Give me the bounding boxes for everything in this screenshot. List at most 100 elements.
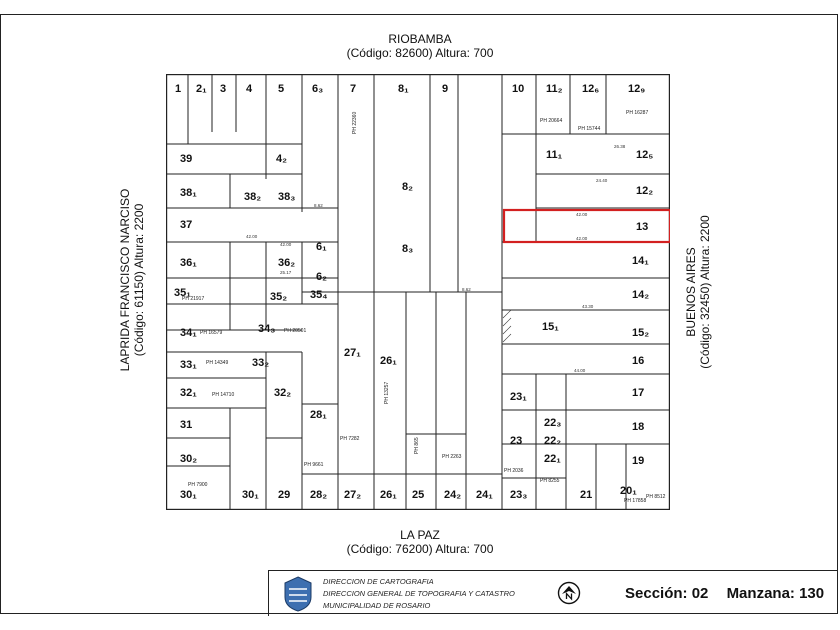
plot-24-1[interactable]: 24₁: [476, 489, 493, 501]
plot-22-1[interactable]: 22₁: [544, 453, 561, 465]
plot-12-6[interactable]: 12₆: [582, 83, 599, 95]
ph-17858: PH 17858: [624, 498, 646, 504]
plot-14-1[interactable]: 14₁: [632, 255, 649, 267]
plot-15-2[interactable]: 15₂: [632, 327, 649, 339]
plot-26-1-top[interactable]: 26₁: [380, 355, 397, 367]
seccion-label: Sección:: [625, 585, 688, 602]
plot-16[interactable]: 16: [632, 355, 644, 367]
plot-28-2[interactable]: 28₂: [310, 489, 327, 501]
plot-35-1[interactable]: 35₁: [174, 287, 191, 299]
dim-9: 8.62: [462, 287, 471, 292]
plot-35-2[interactable]: 35₂: [270, 291, 287, 303]
plot-38-3[interactable]: 38₃: [278, 191, 295, 203]
plot-4[interactable]: 4: [246, 83, 253, 95]
plot-11-2[interactable]: 11₂: [546, 83, 563, 95]
plot-27-1[interactable]: 27₁: [344, 347, 361, 359]
ph-7282: PH 7282: [340, 436, 360, 442]
plot-6-2[interactable]: 6₂: [316, 271, 327, 283]
ph-16579: PH 16579: [200, 330, 222, 336]
dim-13-bottom: 42.00: [576, 236, 588, 241]
plot-23-3[interactable]: 23₃: [510, 489, 527, 501]
plot-boundaries: [166, 74, 670, 510]
plot-6-1[interactable]: 6₁: [316, 241, 327, 253]
plot-4-2[interactable]: 4₂: [276, 153, 287, 165]
plot-19[interactable]: 19: [632, 455, 644, 467]
plot-23[interactable]: 23: [510, 435, 522, 447]
plot-34-1[interactable]: 34₁: [180, 327, 197, 339]
plot-13[interactable]: 13: [636, 221, 648, 233]
highlighted-lot-13[interactable]: [502, 208, 670, 244]
plot-25[interactable]: 25: [412, 489, 424, 501]
plot-7[interactable]: 7: [350, 83, 356, 95]
ph-16287: PH 16287: [626, 110, 648, 116]
institution-line-1: DIRECCION DE CARTOGRAFIA: [323, 577, 434, 586]
plot-36-1[interactable]: 36₁: [180, 257, 197, 269]
plot-6-3[interactable]: 6₃: [312, 83, 323, 95]
plot-36-2[interactable]: 36₂: [278, 257, 295, 269]
plot-3[interactable]: 3: [220, 83, 226, 95]
plot-30-1-left[interactable]: 30₁: [180, 489, 197, 501]
plot-28-1[interactable]: 28₁: [310, 409, 327, 421]
plot-9[interactable]: 9: [442, 83, 448, 95]
plot-38-2[interactable]: 38₂: [244, 191, 261, 203]
north-arrow-icon: [557, 581, 581, 605]
plot-12-5[interactable]: 12₅: [636, 149, 653, 161]
dim-37: 42.00: [246, 234, 258, 239]
plot-17[interactable]: 17: [632, 387, 644, 399]
plot-35-4[interactable]: 35₄: [310, 289, 327, 301]
street-right-detail: (Código: 32450) Altura: 2200: [698, 215, 712, 369]
dim-6: 8.62: [314, 203, 323, 208]
plot-12-2[interactable]: 12₂: [636, 185, 653, 197]
plot-1[interactable]: 1: [175, 83, 181, 95]
plot-30-2[interactable]: 30₂: [180, 453, 197, 465]
map-frame: [0, 14, 838, 614]
ph-21917: PH 21917: [182, 296, 204, 302]
plot-20-1[interactable]: 20₁: [620, 485, 637, 497]
institution-line-3: MUNICIPALIDAD DE ROSARIO: [323, 601, 431, 610]
plot-5[interactable]: 5: [278, 83, 284, 95]
ph-labels: PH 21917 PH 16579 PH 20501 PH 14349 PH 1…: [182, 110, 666, 504]
plot-21[interactable]: 21: [580, 489, 592, 501]
street-right-name: BUENOS AIRES: [684, 247, 698, 337]
plot-37[interactable]: 37: [180, 219, 192, 231]
plot-32-1[interactable]: 32₁: [180, 387, 197, 399]
dimension-labels: 42.00 42.00 42.00 42.00 25.17 24.40 26.3…: [246, 144, 626, 373]
street-bottom-detail: (Código: 76200) Altura: 700: [346, 542, 494, 556]
plot-30-1-right[interactable]: 30₁: [242, 489, 259, 501]
municipal-seal-icon: [284, 576, 312, 612]
dim-14-2: 43.30: [582, 304, 594, 309]
plot-29[interactable]: 29: [278, 489, 290, 501]
plot-34-3[interactable]: 34₃: [258, 323, 275, 335]
plot-26-1-bottom[interactable]: 26₁: [380, 489, 397, 501]
ph-20501: PH 20501: [284, 328, 306, 334]
dim-12-5: 26.38: [614, 144, 626, 149]
plot-8-3[interactable]: 8₃: [402, 243, 413, 255]
plot-18[interactable]: 18: [632, 421, 644, 433]
plot-31[interactable]: 31: [180, 419, 192, 431]
plot-14-2[interactable]: 14₂: [632, 289, 649, 301]
plot-10[interactable]: 10: [512, 83, 524, 95]
ph-2263: PH 2263: [442, 454, 462, 460]
dim-13-top: 42.00: [576, 212, 588, 217]
plot-33-2[interactable]: 33₂: [252, 357, 269, 369]
plot-12-9[interactable]: 12₉: [628, 83, 645, 95]
ph-15744: PH 15744: [578, 126, 600, 132]
plot-32-2[interactable]: 32₂: [274, 387, 291, 399]
plot-22-3[interactable]: 22₃: [544, 417, 561, 429]
plot-39[interactable]: 39: [180, 153, 192, 165]
plot-8-2[interactable]: 8₂: [402, 181, 413, 193]
plot-27-2[interactable]: 27₂: [344, 489, 361, 501]
plot-15-1[interactable]: 15₁: [542, 321, 559, 333]
plot-23-1[interactable]: 23₁: [510, 391, 527, 403]
hatch-area: [502, 309, 512, 343]
plot-24-2[interactable]: 24₂: [444, 489, 461, 501]
ph-20664: PH 20664: [540, 118, 562, 124]
plot-33-1[interactable]: 33₁: [180, 359, 197, 371]
plot-38-1[interactable]: 38₁: [180, 187, 197, 199]
plot-11-1[interactable]: 11₁: [546, 149, 563, 161]
plot-22-2[interactable]: 22₂: [544, 435, 561, 447]
manzana-value: 130: [799, 585, 825, 602]
plot-8-1[interactable]: 8₁: [398, 83, 409, 95]
plot-2-1[interactable]: 2₁: [196, 83, 207, 95]
ph-9661: PH 9661: [304, 462, 324, 468]
